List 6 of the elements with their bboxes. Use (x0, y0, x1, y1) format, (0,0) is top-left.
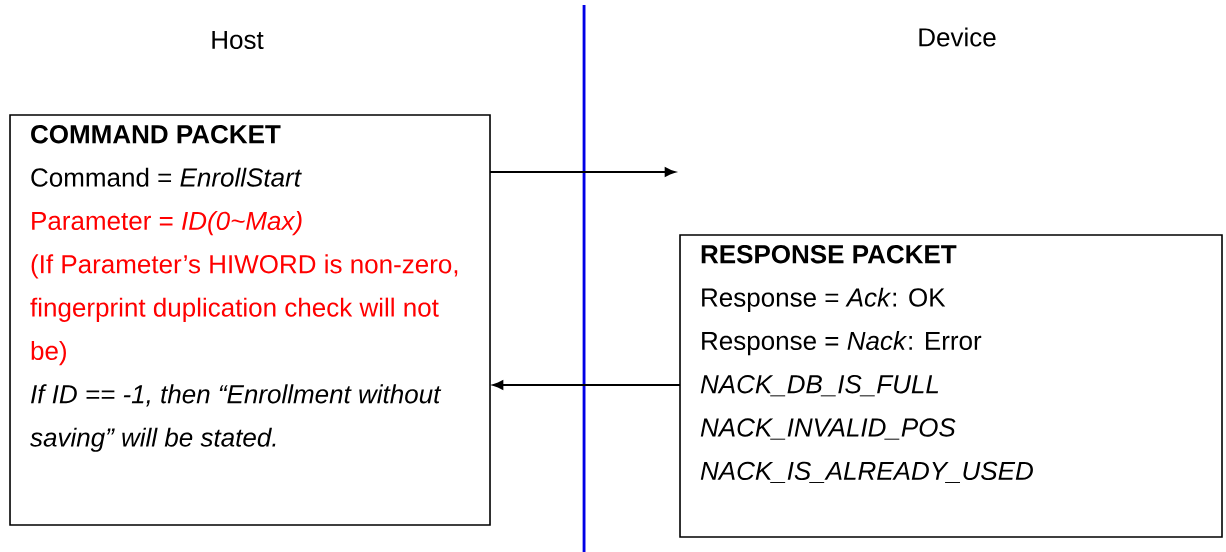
arrow (489, 167, 676, 177)
column-heading: Device (919, 27, 996, 47)
packet-box: RESPONSE PACKET Response = Ack: OK Response = Nack: Error NACK_DB_IS_FULL NACK_INVALID_POS NACK_IS_ALREADY_USED (679, 234, 1223, 538)
column-heading: Host (212, 30, 264, 50)
packet-box: COMMAND PACKET Command = EnrollStart Parameter = ID(0~Max) (If Parameter’s HIWORD is non-zero, fingerprint duplication check will not be) If ID == -1, then “Enrollment without saving” will be stated. (9, 114, 491, 526)
arrow (492, 380, 681, 390)
